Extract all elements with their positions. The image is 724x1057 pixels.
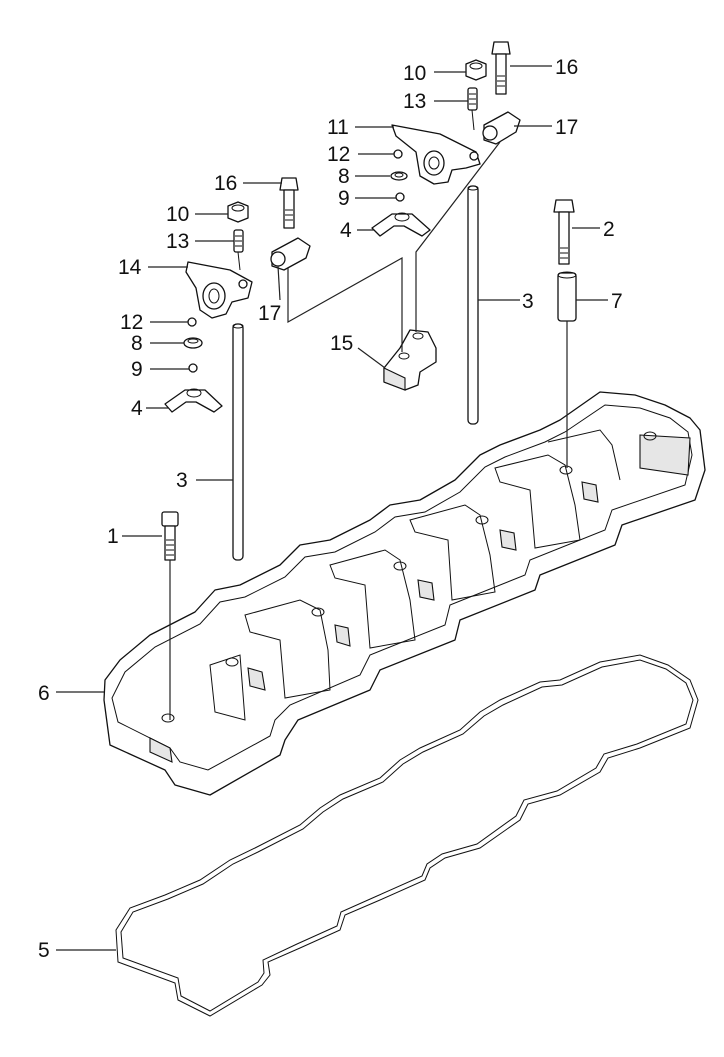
callout-10-right: 10 — [403, 62, 426, 85]
callout-2: 2 — [603, 218, 615, 241]
callout-16-left: 16 — [214, 172, 237, 195]
right-bridge-17 — [482, 111, 521, 145]
left-ball-9 — [188, 363, 198, 373]
callout-17-left: 17 — [258, 302, 281, 325]
left-bolt-16 — [279, 177, 299, 229]
callout-3-left: 3 — [176, 469, 188, 492]
right-bolt-16 — [491, 41, 511, 95]
callout-labels: 1 2 3 3 4 4 5 6 7 8 8 9 9 10 10 11 12 12… — [38, 56, 623, 962]
callout-13-right: 13 — [403, 90, 426, 113]
left-bridge-17 — [270, 237, 311, 271]
callout-6: 6 — [38, 682, 50, 705]
callout-13-left: 13 — [166, 230, 189, 253]
left-bridge-4 — [164, 388, 223, 413]
right-washer-8 — [390, 171, 408, 181]
assembly-guide-lines — [287, 141, 501, 352]
right-rocker-arm — [391, 124, 481, 185]
left-adjust-screw — [233, 229, 244, 271]
callout-12-left: 12 — [120, 311, 143, 334]
pushrod-left — [232, 323, 244, 561]
callout-12-right: 12 — [327, 143, 350, 166]
right-ball-12 — [393, 149, 403, 159]
right-adjust-screw — [467, 87, 478, 131]
bolt-2 — [553, 199, 575, 265]
callout-5: 5 — [38, 939, 50, 962]
sleeve-7 — [557, 271, 577, 468]
right-ball-9 — [395, 192, 405, 202]
callout-8-right: 8 — [338, 165, 350, 188]
left-ball-12 — [187, 317, 197, 327]
callout-1: 1 — [107, 525, 119, 548]
callout-9-right: 9 — [338, 187, 350, 210]
callout-14: 14 — [118, 256, 142, 279]
callout-4-left: 4 — [131, 397, 143, 420]
callout-11: 11 — [327, 116, 349, 139]
pushrod-right — [467, 185, 479, 425]
callout-15: 15 — [330, 332, 353, 355]
left-washer-8 — [183, 337, 203, 349]
callout-7: 7 — [611, 290, 623, 313]
callout-10-left: 10 — [166, 203, 189, 226]
cover-bolt-1 — [161, 511, 179, 720]
callout-4-right: 4 — [340, 219, 352, 242]
leader-lines — [56, 65, 608, 951]
left-rocker-arm — [185, 261, 253, 319]
right-nut — [465, 59, 487, 81]
rocker-support-15 — [383, 329, 437, 391]
rocker-cover — [103, 391, 706, 796]
right-bridge-4 — [371, 212, 431, 237]
callout-16-right: 16 — [555, 56, 578, 79]
callout-17-right: 17 — [555, 116, 578, 139]
left-nut — [227, 201, 249, 223]
callout-3-right: 3 — [522, 290, 534, 313]
valve-cover-gasket — [115, 654, 699, 1017]
callout-8-left: 8 — [131, 332, 143, 355]
callout-9-left: 9 — [131, 358, 143, 381]
